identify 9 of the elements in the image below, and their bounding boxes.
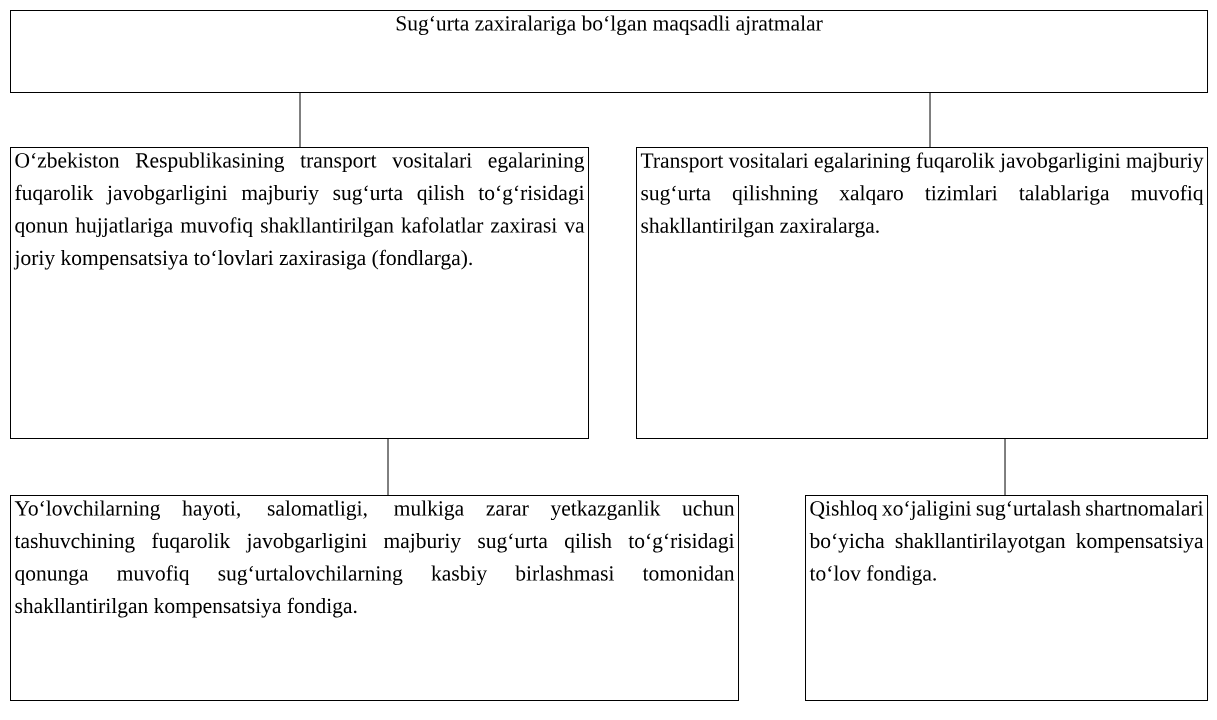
text-box: Sug‘urta zaxiralariga bo‘lgan maqsadli ajratmalar <box>10 10 1208 93</box>
text-box: Yo‘lovchilarning hayoti, salomatligi, mulkiga zarar yetkazganlik uchun tashuvchining fuqarolik javobgarligini majburiy sug‘urta qilish to‘g‘risidagi qonunga muvofiq sug‘urtalovchilarning kasbiy birlashmasi tomonidan shakllantirilgan kompensatsiya fondiga. <box>10 495 739 701</box>
text-box: O‘zbekiston Respublikasining transport vositalari egalarining fuqarolik javobgarligini majburiy sug‘urta qilish to‘g‘risidagi qonun hujjatlariga muvofiq shakllantirilgan kafolatlar zaxirasi va joriy kompensatsiya to‘lovlari zaxirasiga (fondlarga). <box>10 147 589 439</box>
connector-line <box>299 92 301 148</box>
text-box: Qishloq xo‘jaligini sug‘urtalash shartnomalari bo‘yicha shakllantirilayotgan kompensatsiya to‘lov fondiga. <box>805 495 1208 701</box>
connector-line <box>929 92 931 148</box>
text-box: Transport vositalari egalarining fuqarolik javobgarligini majburiy sug‘urta qilishning xalqaro tizimlari talablariga muvofiq shakllantirilgan zaxiralarga. <box>636 147 1208 439</box>
connector-line <box>1004 438 1006 496</box>
connector-line <box>387 438 389 496</box>
